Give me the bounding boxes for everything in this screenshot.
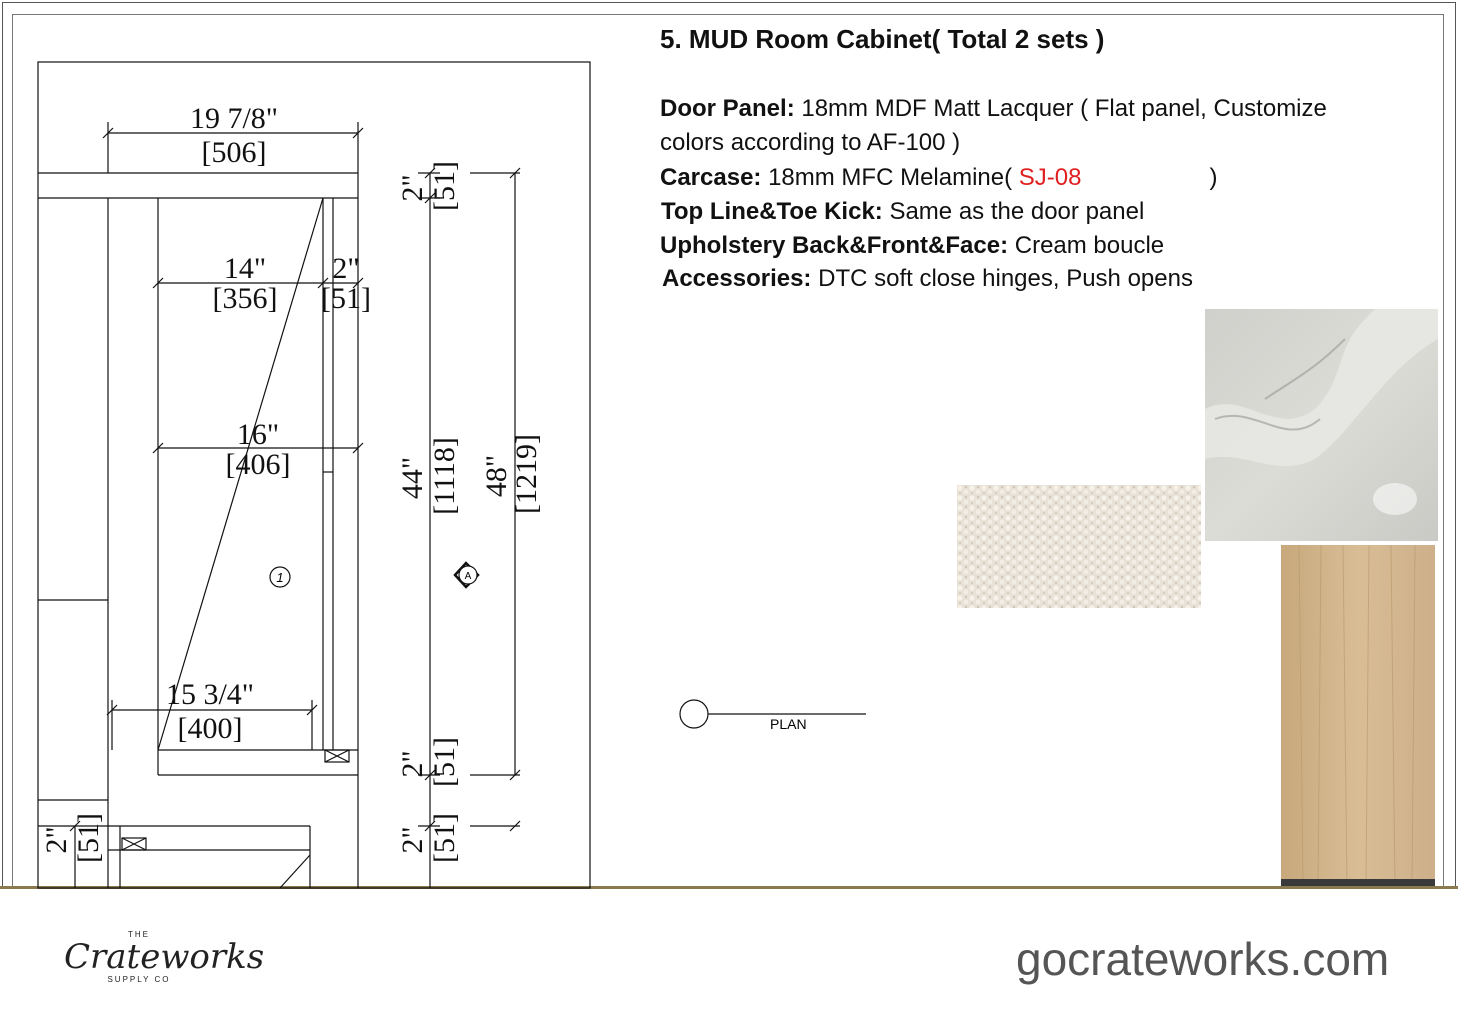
dim-left-rail-mm: [51] (72, 813, 105, 863)
dim-total-height: 48" (480, 455, 513, 497)
carcase-code: SJ-08 (1018, 164, 1082, 191)
plan-callout: PLAN (679, 699, 866, 732)
spec-door-panel-cont: colors according to AF-100 ) (660, 129, 961, 156)
dim-total-height-mm: [1219] (510, 434, 543, 514)
dim-toe-rail-mm: [51] (428, 813, 461, 863)
spec-door-panel: Door Panel: 18mm MDF Matt Lacquer ( Flat… (660, 95, 1327, 122)
plan-label: PLAN (770, 716, 807, 732)
spec-upholstery: Upholstery Back&Front&Face: Cream boucle (660, 232, 1165, 259)
dim-inner-height-mm: [1118] (428, 437, 461, 515)
dim-inner-width: 14" (224, 252, 266, 285)
dim-top-width: 19 7/8" (190, 102, 278, 135)
dim-bottom-rail-mm: [51] (428, 737, 461, 787)
dim-inner-height: 44" (396, 457, 429, 499)
detail-marker-1-label: 1 (276, 570, 283, 585)
footer-divider (0, 886, 1458, 889)
lacquer-sample-swatch (1205, 309, 1438, 541)
detail-marker-1 (269, 566, 291, 588)
boucle-fabric-swatch (957, 485, 1201, 608)
website-link[interactable]: gocrateworks.com (1016, 933, 1390, 985)
spec-carcase: Carcase: 18mm MFC Melamine( SJ-08) (660, 164, 1218, 191)
cabinet-elevation-drawing: 19 7/8" [506] 14" [356] 2" [51] 16" [406… (37, 61, 591, 889)
dim-mid-width-mm: [406] (226, 448, 291, 481)
spec-accessories: Accessories: DTC soft close hinges, Push… (662, 265, 1193, 292)
dim-mid-width: 16" (237, 418, 279, 451)
spec-top-line: Top Line&Toe Kick: Same as the door pane… (661, 198, 1145, 225)
dim-side-gap-mm: [51] (321, 282, 371, 315)
section-marker-a-label: A (465, 571, 472, 582)
sheet-inner-frame (12, 14, 1444, 888)
dim-left-rail: 2" (40, 826, 73, 853)
dim-inner-width-mm: [356] (213, 282, 278, 315)
dim-top-rail: 2" (396, 174, 429, 201)
wood-melamine-swatch (1281, 545, 1435, 886)
dim-bottom-width: 15 3/4" (166, 678, 254, 711)
dim-top-width-mm: [506] (202, 136, 267, 169)
dim-toe-rail: 2" (396, 826, 429, 853)
page-title: 5. MUD Room Cabinet( Total 2 sets ) (660, 24, 1105, 54)
dim-side-gap: 2" (332, 252, 359, 285)
dim-bottom-width-mm: [400] (178, 712, 243, 745)
crateworks-logo: THE Crateworks SUPPLY CO (64, 930, 265, 984)
dim-bottom-rail: 2" (396, 750, 429, 777)
dim-top-rail-mm: [51] (428, 161, 461, 211)
